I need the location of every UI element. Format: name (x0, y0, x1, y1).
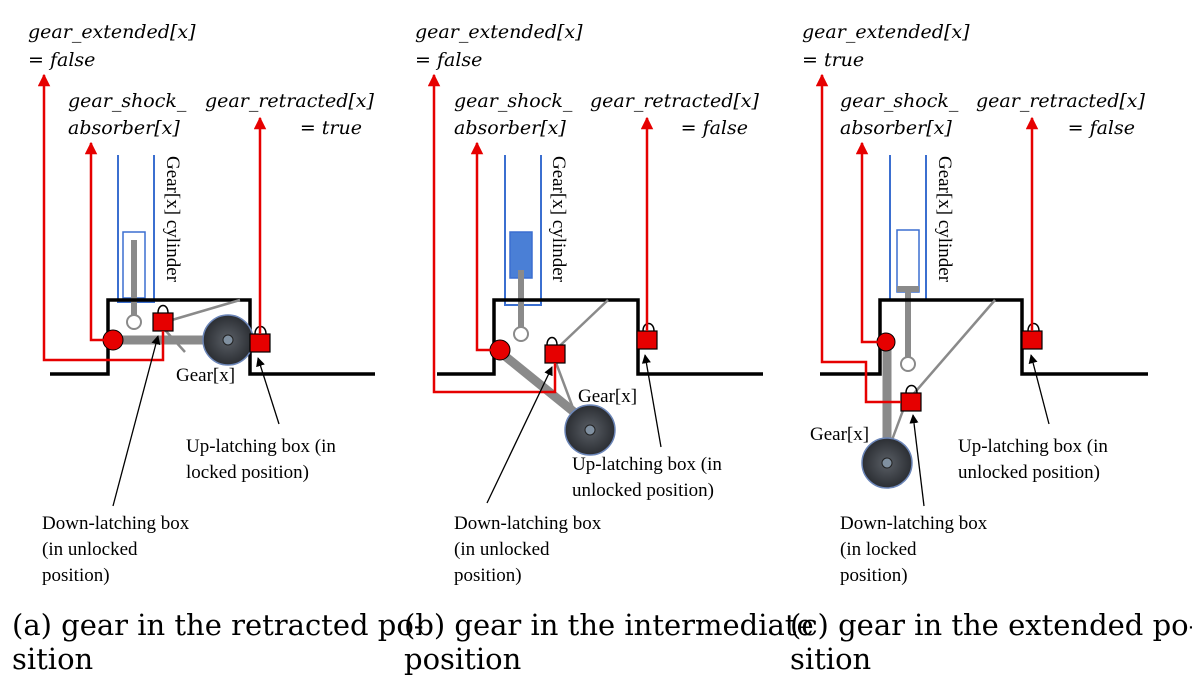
gear-wheel (564, 404, 616, 456)
gear-wheel (202, 314, 254, 366)
gear-extended-value: = true (802, 49, 864, 71)
gear-bay-outline (820, 298, 1148, 376)
shock-absorber-signal (855, 141, 886, 344)
shock-absorber-label-line2: absorber[x] (454, 117, 566, 139)
gear-cylinder (504, 155, 542, 342)
down-latching-box (544, 336, 566, 364)
gear-extended-label: gear_extended[x] (415, 21, 583, 43)
cylinder-label: Gear[x] cylinder (162, 156, 183, 283)
shock-absorber-label-line2: absorber[x] (68, 117, 180, 139)
gear-extended-label: gear_extended[x] (28, 21, 196, 43)
gear-bay-outline (50, 298, 375, 376)
gear-extended-label: gear_extended[x] (802, 21, 970, 43)
down-latching-box-label-line3: position) (454, 565, 522, 586)
caption-c-line1: (c) gear in the extended po- (790, 608, 1192, 642)
panel-retracted: gear_extended[x] = false gear_shock_ abs… (12, 21, 424, 676)
down-latching-box-label-line2: (in unlocked (454, 539, 550, 560)
gear-retracted-value: = false (1068, 117, 1135, 139)
gear-cylinder (117, 155, 155, 330)
down-latching-box-label-line3: position) (42, 565, 110, 586)
up-latching-box-label-line1: Up-latching box (in (572, 454, 722, 475)
gear-retracted-label: gear_retracted[x] (205, 90, 375, 112)
panel-intermediate: gear_extended[x] = false gear_shock_ abs… (404, 21, 814, 676)
gear-label: Gear[x] (578, 386, 637, 407)
down-latching-box-label-line1: Down-latching box (42, 513, 190, 534)
down-latching-box-label-line1: Down-latching box (840, 513, 988, 534)
extended-signal (815, 73, 901, 404)
caption-c-line2: sition (790, 642, 871, 676)
down-latching-box (152, 304, 174, 332)
shock-absorber-signal (470, 141, 500, 352)
up-latching-box-label-line2: locked position) (186, 462, 309, 483)
shock-absorber-label-line1: gear_shock_ (840, 90, 959, 112)
extended-signal (37, 73, 165, 362)
gear-retracted-value: = false (681, 117, 748, 139)
down-latching-box-label-line1: Down-latching box (454, 513, 602, 534)
gear-wheel (861, 437, 913, 489)
down-latching-box-label-line2: (in locked (840, 539, 917, 560)
up-latching-box-label-line1: Up-latching box (in (958, 436, 1108, 457)
gear-retracted-value: = true (300, 117, 362, 139)
caption-b-line1: (b) gear in the intermediate (404, 608, 814, 642)
up-latching-box-label-line2: unlocked position) (572, 480, 714, 501)
gear-retracted-label: gear_retracted[x] (976, 90, 1146, 112)
panel-extended: gear_extended[x] = true gear_shock_ abso… (790, 21, 1192, 676)
caption-a-line1: (a) gear in the retracted po- (12, 608, 424, 642)
shock-absorber-label-line2: absorber[x] (840, 117, 952, 139)
up-latching-box-label-line2: unlocked position) (958, 462, 1100, 483)
cylinder-label: Gear[x] cylinder (548, 156, 569, 283)
gear-retracted-label: gear_retracted[x] (590, 90, 760, 112)
gear-cylinder (889, 155, 927, 372)
gear-extended-value: = false (415, 49, 482, 71)
shock-absorber-label-line1: gear_shock_ (68, 90, 187, 112)
cylinder-label: Gear[x] cylinder (934, 156, 955, 283)
up-latching-box-label-line1: Up-latching box (in (186, 436, 336, 457)
gear-extended-value: = false (28, 49, 95, 71)
shock-absorber-label-line1: gear_shock_ (454, 90, 573, 112)
gear-label: Gear[x] (176, 365, 235, 386)
extended-signal (427, 73, 557, 394)
gear-label: Gear[x] (810, 424, 869, 445)
shock-absorber-signal (84, 141, 113, 342)
gear-bay-outline (437, 298, 763, 376)
caption-a-line2: sition (12, 642, 93, 676)
caption-b-line2: position (404, 642, 521, 676)
down-latching-box-label-line2: (in unlocked (42, 539, 138, 560)
down-latching-box-label-line3: position) (840, 565, 908, 586)
